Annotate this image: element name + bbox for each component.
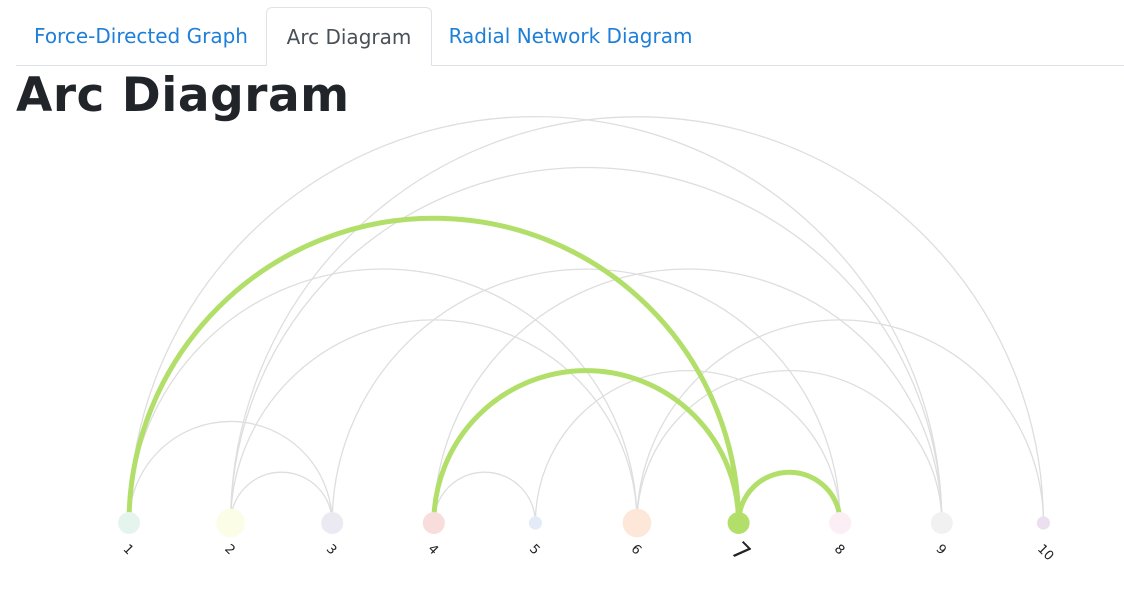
highlighted-link-arc [736, 469, 843, 524]
node-label-8: 8 [831, 542, 847, 558]
link-arc [128, 115, 943, 524]
node-1 [118, 512, 140, 534]
links-layer [128, 115, 1045, 524]
node-9 [930, 512, 953, 534]
link-arc [128, 420, 333, 524]
highlighted-link-arc [431, 368, 742, 524]
node-label-5: 5 [526, 542, 542, 558]
node-3 [321, 512, 344, 534]
highlighted-link-arc [126, 215, 742, 524]
node-label-3: 3 [323, 542, 339, 558]
node-label-4: 4 [424, 542, 440, 558]
link-arc [128, 268, 638, 524]
page-title: Arc Diagram [16, 68, 350, 123]
link-arc [433, 268, 943, 524]
node-4 [422, 512, 445, 534]
tab-bar: Force-Directed Graph Arc Diagram Radial … [16, 6, 1124, 66]
node-label-2: 2 [221, 542, 237, 558]
link-arc [636, 370, 943, 524]
node-2 [216, 508, 245, 538]
node-label-7: 7 [725, 536, 756, 567]
link-arc [331, 268, 841, 524]
link-arc [229, 166, 943, 524]
link-arc [229, 471, 333, 524]
node-label-1: 1 [120, 542, 136, 558]
nodes-layer [118, 508, 1050, 538]
node-7 [727, 512, 750, 534]
node-label-10: 10 [1034, 542, 1056, 564]
node-labels-layer: 1 2 3 4 5 6 7 8 9 10 [120, 536, 1057, 567]
link-arc [534, 370, 841, 524]
node-8 [829, 512, 852, 534]
tab-radial-network-diagram[interactable]: Radial Network Diagram [448, 24, 693, 48]
node-label-9: 9 [932, 542, 948, 558]
tab-arc-diagram[interactable]: Arc Diagram [266, 7, 432, 66]
highlighted-links-layer [126, 215, 843, 524]
link-arc [433, 471, 537, 524]
node-6 [622, 508, 652, 538]
node-label-6: 6 [628, 542, 644, 558]
link-arc [636, 319, 1045, 524]
node-5 [528, 516, 543, 530]
node-10 [1036, 516, 1050, 530]
link-arc [229, 319, 638, 524]
tab-force-directed-graph[interactable]: Force-Directed Graph [34, 24, 248, 48]
link-arc [229, 115, 1045, 524]
